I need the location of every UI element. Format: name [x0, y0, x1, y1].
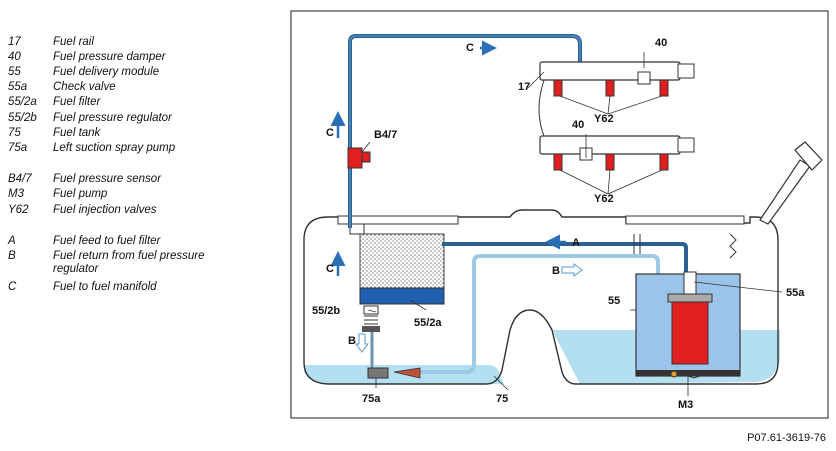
legend-code: 55: [8, 66, 21, 78]
fuel-delivery-module: [633, 233, 741, 379]
legend-code: 55a: [8, 81, 28, 93]
legend-desc: Fuel pump: [53, 188, 108, 200]
legend-desc: Fuel pressure sensor: [53, 173, 162, 185]
legend-code: M3: [8, 188, 24, 200]
legend-desc: Fuel feed to fuel filter: [53, 235, 161, 247]
diagram-labels: C 40 17 B4/7 C 40 Y62 Y62 A B C 55/2b 55…: [312, 37, 805, 411]
flow-arrows: [330, 40, 583, 353]
label-sensor: B4/7: [374, 129, 397, 141]
legend-code: 55/2a: [8, 96, 37, 108]
legend-desc: Fuel to fuel manifold: [53, 281, 157, 293]
leader-lines: [361, 52, 783, 396]
label-c-left-upper: C: [326, 127, 334, 139]
legend-desc: Check valve: [53, 81, 116, 93]
legend-code: B4/7: [8, 173, 32, 185]
label-module: 55: [608, 295, 620, 307]
fuel-system-diagram: C 40 17 B4/7 C 40 Y62 Y62 A B C 55/2b 55…: [290, 10, 829, 419]
legend-code: 17: [8, 36, 21, 48]
legend-desc: Fuel tank: [53, 127, 101, 139]
label-40-bottom: 40: [572, 119, 584, 131]
figure-code: P07.61-3619-76: [747, 432, 826, 444]
legend-desc: Fuel injection valves: [53, 204, 157, 216]
legend-desc: Fuel rail: [53, 36, 94, 48]
legend-code: 55/2b: [8, 112, 37, 124]
label-y62-bottom: Y62: [594, 193, 614, 205]
fuel-pressure-sensor: [347, 147, 371, 169]
suction-spray-pump: [367, 367, 421, 379]
line-b-return: [408, 254, 660, 374]
label-c-top: C: [466, 42, 474, 54]
label-spray-pump: 75a: [362, 393, 381, 405]
label-regulator: 55/2b: [312, 305, 340, 317]
fuel-filter: [349, 223, 445, 305]
fuel-pressure-regulator: [362, 305, 380, 332]
label-y62-top: Y62: [594, 113, 614, 125]
legend-desc: Left suction spray pump: [53, 142, 176, 154]
legend-code: 75: [8, 127, 21, 139]
label-tank: 75: [496, 393, 508, 405]
label-b-down: B: [348, 335, 356, 347]
label-b: B: [552, 265, 560, 277]
tank-outline: [303, 209, 779, 385]
label-check-valve: 55a: [786, 287, 805, 299]
legend-code: 75a: [8, 142, 28, 154]
legend-code: Y62: [8, 204, 29, 216]
legend-desc: Fuel delivery module: [53, 66, 160, 78]
legend-desc: Fuel return from fuel pressure regulator: [53, 250, 205, 275]
legend-code: 40: [8, 51, 21, 63]
label-c-left-lower: C: [326, 263, 334, 275]
legend-desc: Fuel filter: [53, 96, 101, 108]
label-rail: 17: [518, 81, 530, 93]
legend-code: C: [8, 281, 17, 293]
legend-code: B: [8, 250, 16, 262]
return-line-a: [442, 242, 688, 272]
fuel-rail-bottom: [539, 135, 695, 171]
label-filter: 55/2a: [414, 317, 442, 329]
legend-desc: Fuel pressure regulator: [53, 112, 172, 124]
label-40-top: 40: [655, 37, 667, 49]
label-a: A: [572, 237, 580, 249]
legend-code: A: [8, 235, 16, 247]
legend-desc: Fuel pressure damper: [53, 51, 166, 63]
fuel-rail-top: [539, 61, 695, 97]
label-pump: M3: [678, 399, 693, 411]
